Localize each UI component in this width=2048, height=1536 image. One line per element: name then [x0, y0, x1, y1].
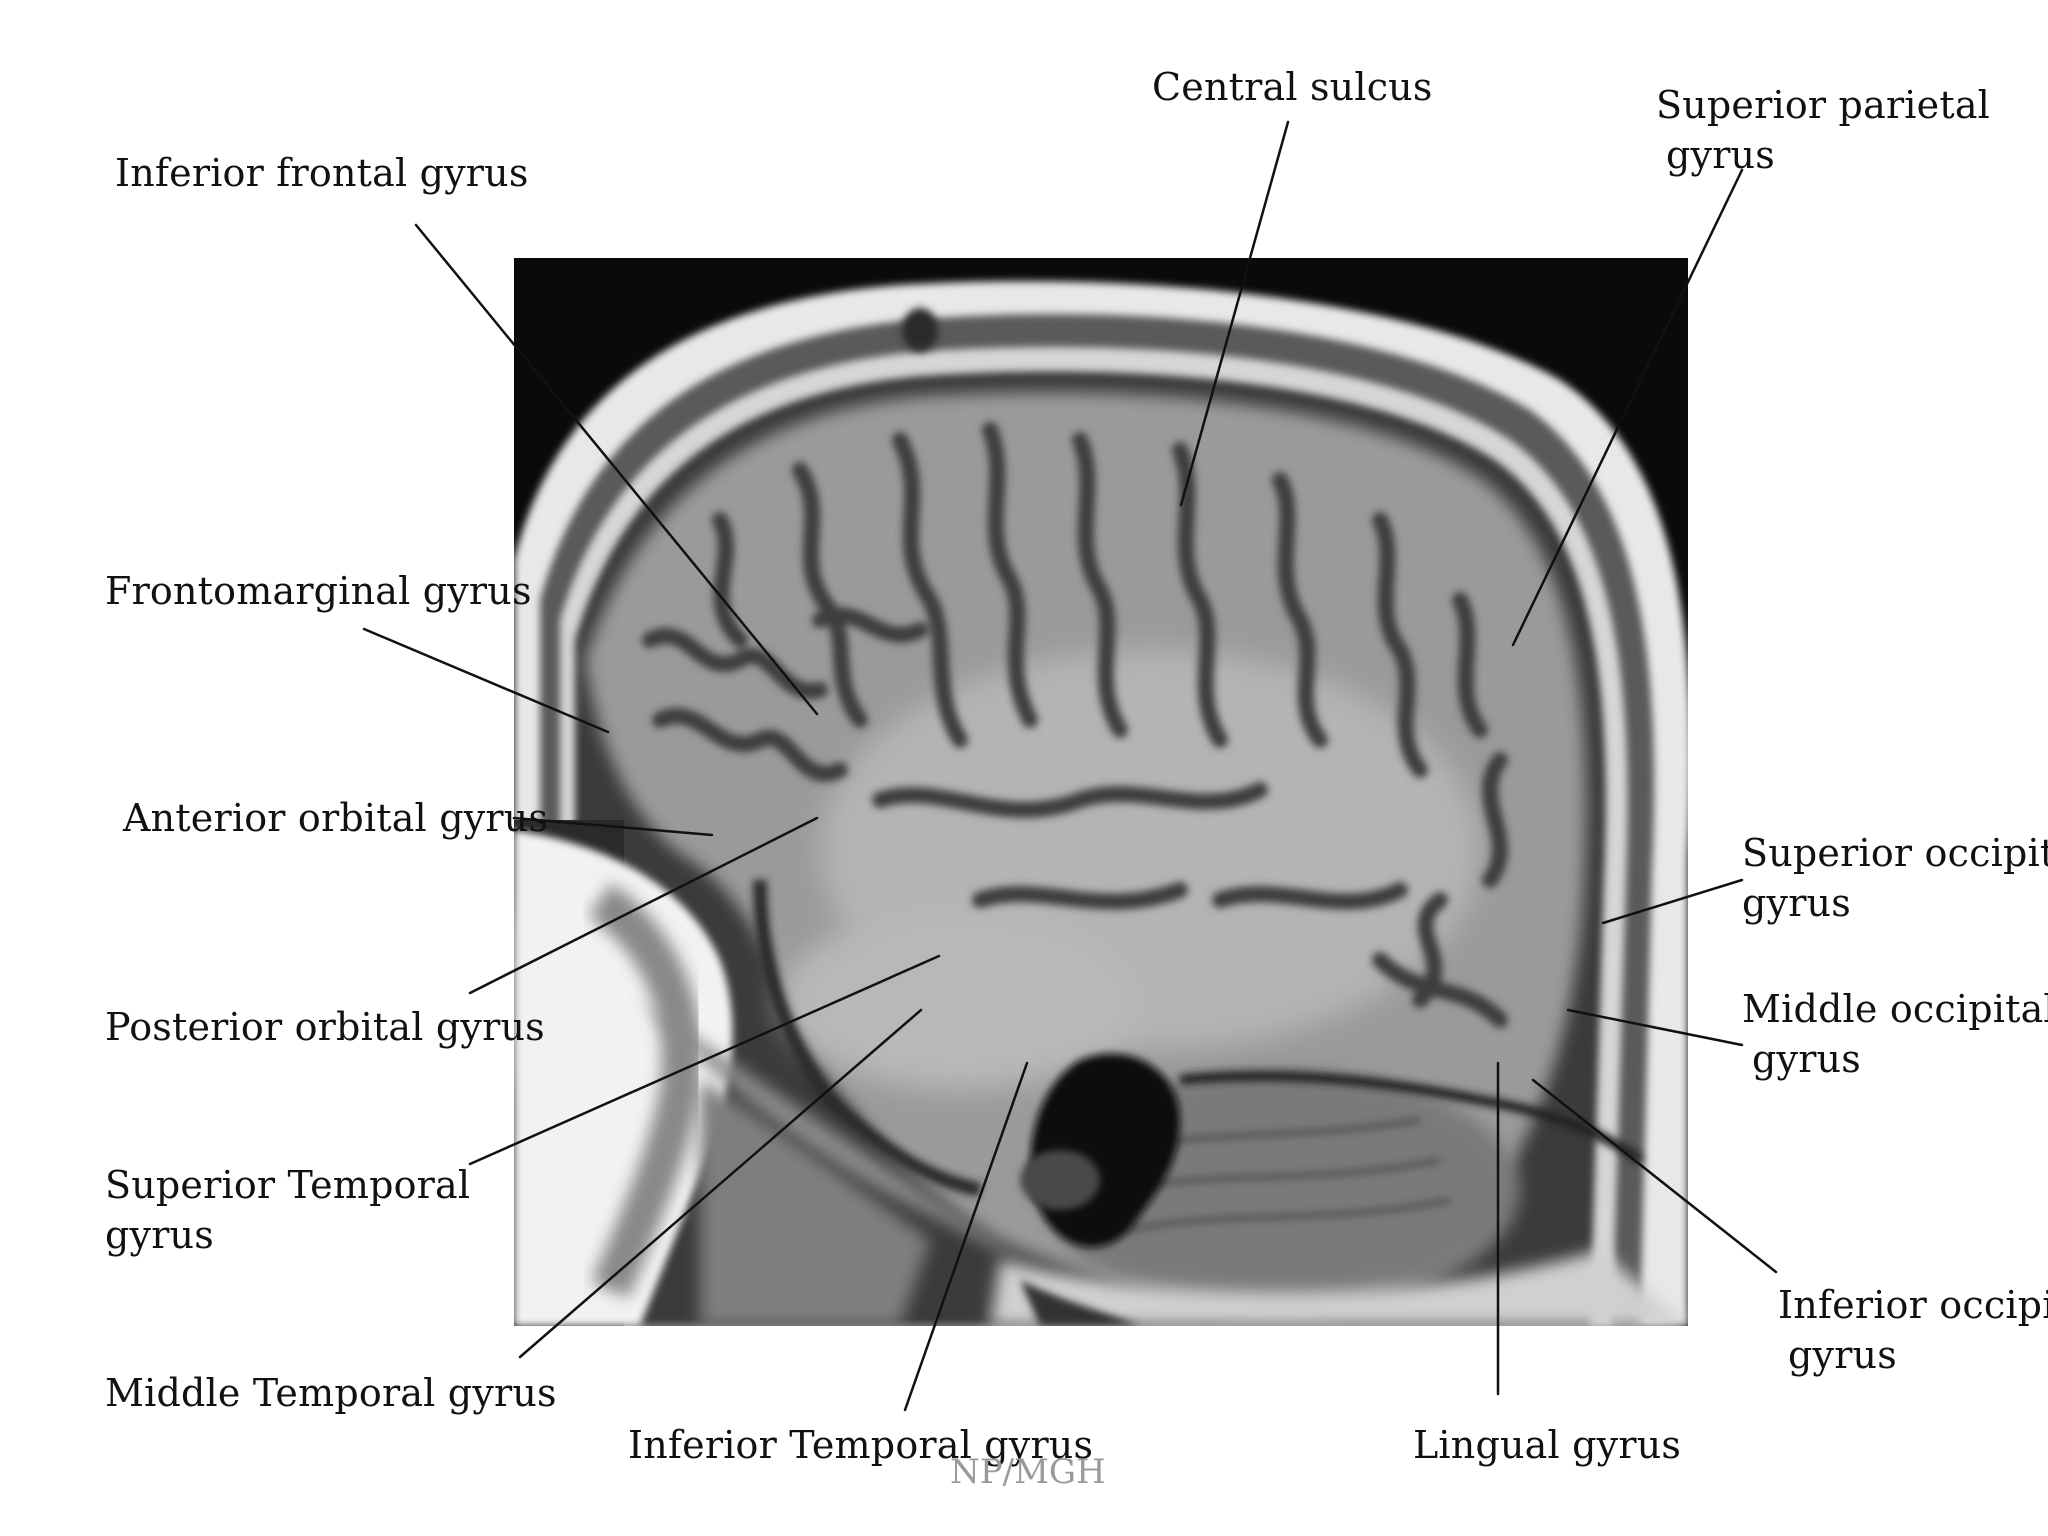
leader-line-posterior-orbital — [468, 816, 819, 995]
label-middle-occipital-gyrus: Middle occipital gyrus — [1742, 987, 2048, 1081]
label-posterior-orbital-gyrus: Posterior orbital gyrus — [105, 1005, 545, 1049]
leader-line-inferior-frontal — [414, 223, 819, 716]
credit-text: NP/MGH — [950, 1452, 1106, 1492]
leader-line-superior-parietal — [1511, 168, 1744, 647]
label-anterior-orbital-gyrus: Anterior orbital gyrus — [123, 796, 549, 840]
leader-line-middle-occipital — [1566, 1008, 1744, 1047]
leader-line-superior-temporal — [468, 954, 941, 1166]
label-superior-occipital-gyrus: Superior occipital gyrus — [1742, 831, 2048, 925]
leader-line-anterior-orbital — [512, 816, 714, 837]
leader-line-superior-occipital — [1601, 878, 1744, 925]
leader-lines — [362, 120, 1778, 1412]
leader-line-middle-temporal — [518, 1008, 923, 1359]
label-superior-parietal-gyrus: Superior parietal gyrus — [1656, 83, 1991, 177]
label-frontomarginal-gyrus: Frontomarginal gyrus — [105, 569, 532, 613]
label-lingual-gyrus: Lingual gyrus — [1413, 1423, 1682, 1467]
label-middle-temporal-gyrus: Middle Temporal gyrus — [105, 1371, 557, 1415]
label-central-sulcus: Central sulcus — [1152, 65, 1433, 109]
leader-line-frontomarginal — [362, 627, 610, 734]
leader-line-central-sulcus — [1179, 120, 1290, 507]
label-inferior-occipital-gyrus: Inferior occipital gyrus — [1778, 1283, 2048, 1377]
label-superior-temporal-gyrus: Superior Temporal gyrus — [105, 1163, 471, 1257]
label-inferior-temporal-gyrus: Inferior Temporal gyrus — [628, 1423, 1094, 1467]
leader-line-inferior-temporal — [903, 1061, 1029, 1412]
leader-line-inferior-occipital — [1531, 1078, 1778, 1274]
label-inferior-frontal-gyrus: Inferior frontal gyrus — [115, 151, 529, 195]
